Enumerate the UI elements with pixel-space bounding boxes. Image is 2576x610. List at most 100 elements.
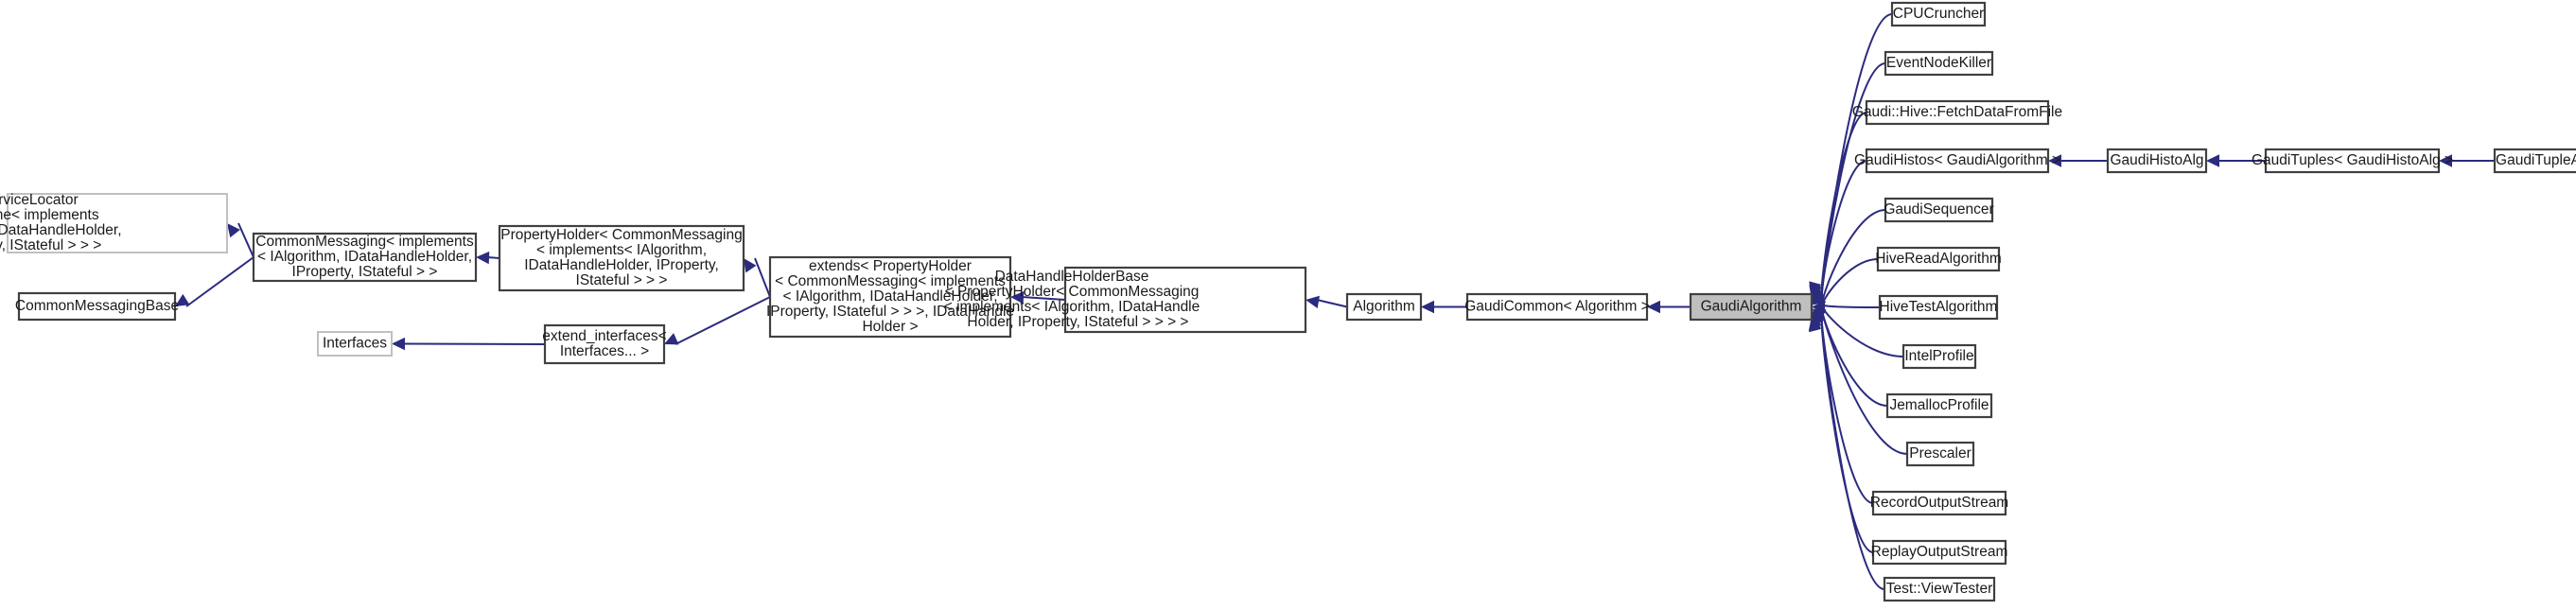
- node-label: Holder >: [862, 319, 918, 335]
- node-label: < implements< IAlgorithm,: [536, 242, 707, 258]
- node-label: < PropertyHolder< CommonMessaging: [945, 284, 1200, 300]
- node-label: extends< PropertyHolder: [809, 258, 972, 274]
- node-label: Gaudi::Hive::FetchDataFromFile: [1852, 104, 2062, 120]
- node-label: GaudiCommon< Algorithm >: [1464, 299, 1650, 315]
- node-box[interactable]: [1871, 539, 2007, 566]
- node-extend_interfaces[interactable]: extend_interfaces<Interfaces... >: [542, 323, 667, 365]
- node-gaudisequencer[interactable]: GaudiSequencer: [1884, 197, 1994, 223]
- node-box[interactable]: [1905, 441, 1975, 467]
- node-gaudicommon[interactable]: GaudiCommon< Algorithm >: [1464, 292, 1650, 322]
- node-box[interactable]: [768, 255, 1012, 339]
- node-box[interactable]: [1901, 343, 1977, 370]
- node-algorithm[interactable]: Algorithm: [1345, 292, 1423, 322]
- edge-recordoutputstream-to-gaudialgorithm: [1809, 310, 1874, 504]
- node-label: HiveReadAlgorithm: [1875, 251, 2002, 267]
- node-label: GaudiHistos< GaudiAlgorithm >: [1854, 152, 2060, 168]
- node-label: extend_interfaces<: [542, 328, 666, 344]
- node-box[interactable]: [7, 193, 228, 253]
- node-box[interactable]: [1884, 197, 1994, 223]
- node-box[interactable]: [1890, 1, 1987, 27]
- node-label: Interfaces: [323, 336, 387, 352]
- edge-extends-to-propertyholder: [744, 257, 771, 298]
- node-box[interactable]: [1689, 292, 1814, 322]
- node-box[interactable]: [1865, 99, 2050, 126]
- node-gauditupleshisto[interactable]: GaudiTuples< GaudiHistoAlg >: [2252, 148, 2453, 174]
- node-jemallocprofile[interactable]: JemallocProfile: [1885, 392, 1993, 419]
- node-label: Interfaces... >: [560, 343, 649, 359]
- node-eventnodekiller[interactable]: EventNodeKiller: [1884, 50, 1994, 77]
- node-datahandleholderbase[interactable]: DataHandleHolderBase< PropertyHolder< Co…: [944, 266, 1307, 334]
- node-gaudialgorithm[interactable]: GaudiAlgorithm: [1689, 292, 1814, 322]
- node-add_servicelocator[interactable]: add_serviceLocator< add_name< implements…: [0, 192, 228, 253]
- edge-algorithm-to-datahandleholderbase: [1306, 295, 1348, 308]
- node-fetchdatafromfile[interactable]: Gaudi::Hive::FetchDataFromFile: [1852, 99, 2062, 126]
- node-box[interactable]: [252, 232, 478, 283]
- node-label: IntelProfile: [1904, 348, 1973, 364]
- node-gaudihistos[interactable]: GaudiHistos< GaudiAlgorithm >: [1854, 148, 2060, 174]
- node-box[interactable]: [1884, 50, 1994, 77]
- node-label: < CommonMessaging< implements: [775, 273, 1006, 289]
- node-box[interactable]: [1465, 292, 1649, 322]
- node-label: Test::ViewTester: [1886, 581, 1993, 597]
- node-box[interactable]: [498, 224, 745, 292]
- node-label: HiveTestAlgorithm: [1880, 299, 1998, 315]
- node-commonmessaging[interactable]: CommonMessaging< implements< IAlgorithm,…: [252, 232, 478, 283]
- edge-viewtester-to-gaudialgorithm: [1808, 314, 1885, 590]
- node-intelprofile[interactable]: IntelProfile: [1901, 343, 1977, 370]
- node-box[interactable]: [2493, 148, 2576, 174]
- node-box[interactable]: [1885, 392, 1993, 419]
- node-cpucruncher[interactable]: CPUCruncher: [1890, 1, 1987, 27]
- node-box[interactable]: [17, 291, 177, 322]
- node-gaudituplealg[interactable]: GaudiTupleAlg: [2493, 148, 2576, 174]
- node-label: JemallocProfile: [1889, 397, 1989, 413]
- node-label: CommonMessagingBase: [15, 298, 179, 314]
- node-interfaces[interactable]: Interfaces: [317, 331, 393, 357]
- node-label: CPUCruncher: [1893, 6, 1984, 22]
- node-box[interactable]: [1063, 266, 1307, 334]
- edge-gaudicommon-to-algorithm: [1421, 300, 1467, 314]
- node-box[interactable]: [543, 323, 666, 365]
- node-box[interactable]: [1871, 490, 2007, 516]
- node-label: RecordOutputStream: [1870, 495, 2008, 511]
- node-extends[interactable]: extends< PropertyHolder< CommonMessaging…: [766, 255, 1014, 339]
- node-box[interactable]: [1345, 292, 1423, 322]
- node-box[interactable]: [2264, 148, 2441, 174]
- edge-extends-to-extend_interfaces: [664, 296, 771, 345]
- node-propertyholder[interactable]: PropertyHolder< CommonMessaging< impleme…: [498, 224, 745, 292]
- node-box[interactable]: [1876, 246, 2001, 272]
- node-viewtester[interactable]: Test::ViewTester: [1883, 576, 1996, 602]
- node-box[interactable]: [1883, 576, 1996, 602]
- node-label: add_serviceLocator: [0, 192, 79, 208]
- node-commonmessagingbase[interactable]: CommonMessagingBase: [15, 291, 179, 322]
- node-label: GaudiAlgorithm: [1701, 299, 1802, 315]
- node-label: < IAlgorithm, IDataHandleHolder,: [0, 222, 122, 238]
- node-label: < IAlgorithm, IDataHandleHolder,: [782, 288, 997, 305]
- node-label: EventNodeKiller: [1886, 55, 1991, 71]
- node-box[interactable]: [1878, 294, 1999, 321]
- node-hivereadalgorithm[interactable]: HiveReadAlgorithm: [1875, 246, 2002, 272]
- node-box[interactable]: [317, 331, 393, 357]
- node-box[interactable]: [1865, 148, 2050, 174]
- node-hivetestalgorithm[interactable]: HiveTestAlgorithm: [1878, 294, 1999, 321]
- edge-jemallocprofile-to-gaudialgorithm: [1812, 306, 1888, 407]
- edge-extend_interfaces-to-interfaces: [392, 337, 546, 351]
- edge-eventnodekiller-to-gaudialgorithm: [1809, 62, 1886, 302]
- edge-datahandleholderbase-to-extends: [1010, 291, 1066, 305]
- node-label: IProperty, IStateful > > >: [0, 237, 101, 253]
- node-label: < implements< IAlgorithm, IDataHandle: [944, 299, 1200, 315]
- node-label: Algorithm: [1353, 299, 1414, 315]
- edge-gaudihistoalg-to-gaudihistos: [2048, 154, 2108, 167]
- node-label: GaudiTupleAlg: [2496, 152, 2576, 168]
- node-prescaler[interactable]: Prescaler: [1905, 441, 1975, 467]
- node-box[interactable]: [2106, 148, 2208, 174]
- edge-gauditupleshisto-to-gaudihistoalg: [2206, 154, 2266, 167]
- node-replayoutputstream[interactable]: ReplayOutputStream: [1871, 539, 2008, 566]
- edge-commonmessaging-to-add_servicelocator: [227, 222, 254, 258]
- node-recordoutputstream[interactable]: RecordOutputStream: [1870, 490, 2008, 516]
- node-label: DataHandleHolderBase: [995, 269, 1149, 285]
- node-gaudihistoalg[interactable]: GaudiHistoAlg: [2106, 148, 2208, 174]
- edge-fetchdatafromfile-to-gaudialgorithm: [1809, 112, 1867, 304]
- node-label: CommonMessaging< implements: [255, 234, 474, 250]
